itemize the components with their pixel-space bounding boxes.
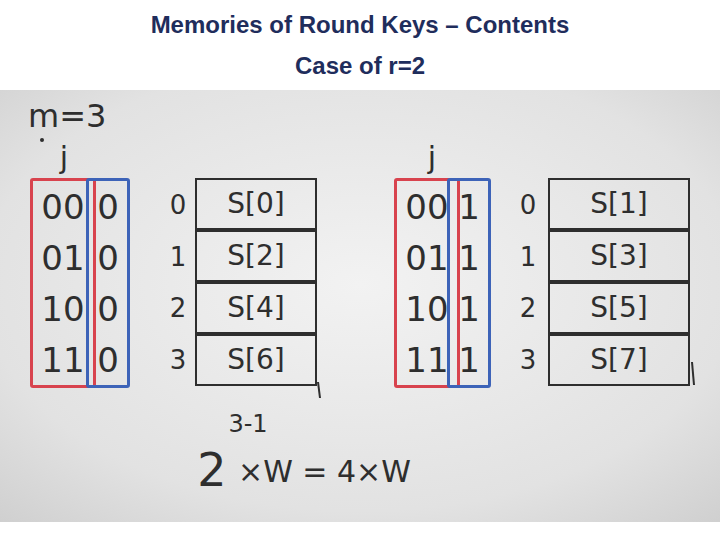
bit-digits: 01 bbox=[405, 241, 448, 275]
memory-cell: S[5] bbox=[548, 282, 690, 334]
row-index: 1 bbox=[520, 244, 537, 270]
row-index: 0 bbox=[170, 192, 187, 218]
row-index: 0 bbox=[520, 192, 537, 218]
bit-digits: 1 bbox=[458, 241, 480, 275]
cell-content: S[6] bbox=[227, 346, 284, 374]
memory-cell: S[2] bbox=[195, 230, 317, 282]
bit-group-box: 1 1 1 1 bbox=[447, 178, 491, 388]
formula-base: 2 bbox=[197, 447, 226, 493]
bit-digits: 1 bbox=[458, 343, 480, 377]
bit-digits: 0 bbox=[97, 190, 119, 224]
slide-subtitle: Case of r=2 bbox=[295, 54, 425, 78]
ink-dot bbox=[40, 138, 44, 142]
memory-cell: S[7] bbox=[548, 334, 690, 386]
memory-cell: S[1] bbox=[548, 178, 690, 230]
ink-stroke bbox=[692, 362, 694, 385]
column-marker: j bbox=[428, 143, 436, 173]
bit-digits: 11 bbox=[405, 343, 448, 377]
formula-text: ×W = 4×W bbox=[238, 457, 411, 487]
bit-digits: 01 bbox=[41, 241, 84, 275]
bit-group-box: 0 0 0 0 bbox=[86, 178, 130, 388]
cell-content: S[2] bbox=[227, 242, 284, 270]
cell-content: S[0] bbox=[227, 190, 284, 218]
memory-cell: S[6] bbox=[195, 334, 317, 386]
memory-cell: S[0] bbox=[195, 178, 317, 230]
cell-content: S[7] bbox=[590, 346, 647, 374]
bit-digits: 0 bbox=[97, 292, 119, 326]
row-index: 1 bbox=[170, 244, 187, 270]
bit-digits: 1 bbox=[458, 292, 480, 326]
bit-digits: 00 bbox=[405, 190, 448, 224]
bit-digits: 0 bbox=[97, 241, 119, 275]
memory-cell: S[4] bbox=[195, 282, 317, 334]
cell-content: S[3] bbox=[590, 242, 647, 270]
bit-digits: 1 bbox=[458, 190, 480, 224]
bit-digits: 11 bbox=[41, 343, 84, 377]
ink-stroke bbox=[318, 382, 320, 398]
cell-content: S[5] bbox=[590, 294, 647, 322]
slide-title: Memories of Round Keys – Contents bbox=[151, 12, 570, 38]
bit-digits: 00 bbox=[41, 190, 84, 224]
bit-group-box: 00 01 10 11 bbox=[394, 178, 460, 388]
column-marker: j bbox=[60, 143, 68, 173]
handwritten-note: m=3 bbox=[28, 100, 106, 132]
formula-exponent: 3-1 bbox=[228, 412, 267, 436]
whiteboard bbox=[0, 90, 720, 522]
row-index: 3 bbox=[520, 347, 537, 373]
row-index: 2 bbox=[170, 295, 187, 321]
row-index: 3 bbox=[170, 347, 187, 373]
bit-digits: 0 bbox=[97, 343, 119, 377]
row-index: 2 bbox=[520, 295, 537, 321]
bit-digits: 10 bbox=[405, 292, 448, 326]
cell-content: S[1] bbox=[590, 190, 647, 218]
bit-digits: 10 bbox=[41, 292, 84, 326]
memory-cell: S[3] bbox=[548, 230, 690, 282]
cell-content: S[4] bbox=[227, 294, 284, 322]
